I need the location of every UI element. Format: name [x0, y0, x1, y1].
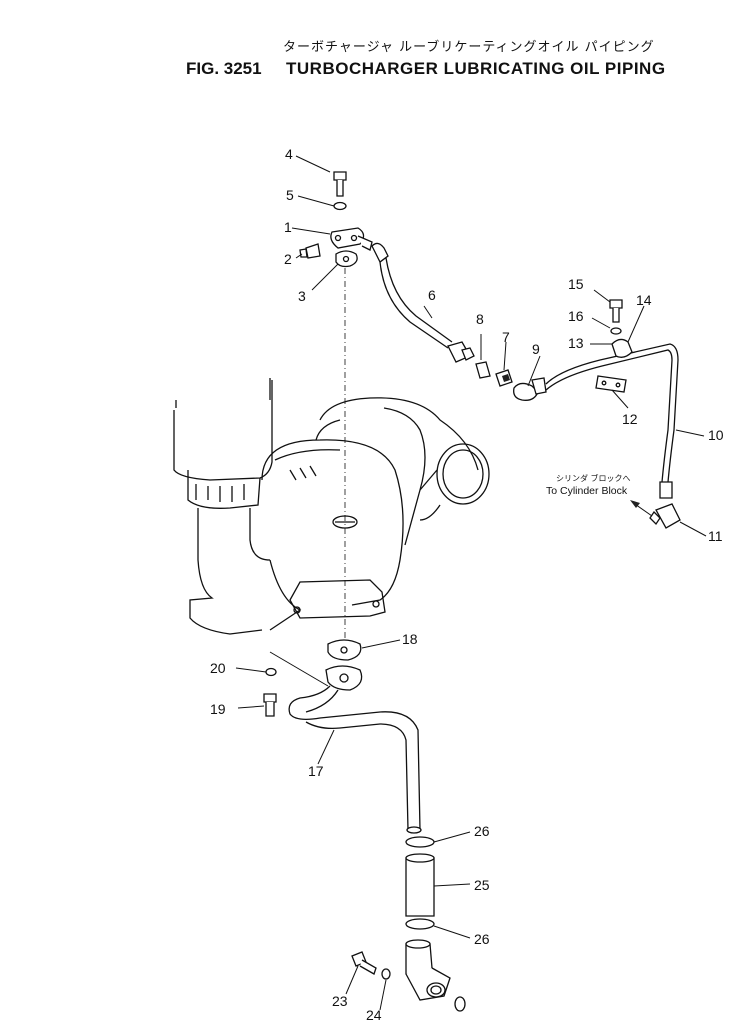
part-18-gasket	[327, 639, 362, 661]
elbow-fitting	[405, 939, 451, 1001]
part-5-washer	[333, 201, 347, 211]
part-9-elbow	[513, 377, 547, 401]
part-6-hose	[371, 242, 475, 363]
label-part-17: 17	[308, 763, 324, 779]
label-part-24: 24	[366, 1007, 382, 1020]
label-part-15: 15	[568, 276, 584, 292]
part-26-clamp-upper	[405, 836, 435, 848]
label-part-3: 3	[298, 288, 306, 304]
label-part-13: 13	[568, 335, 584, 351]
arrow-head	[630, 500, 640, 508]
label-part-5: 5	[286, 187, 294, 203]
label-part-10: 10	[708, 427, 724, 443]
part-24-washer	[381, 968, 391, 980]
label-part-6: 6	[428, 287, 436, 303]
label-part-11: 11	[708, 528, 723, 544]
part-2-plug	[299, 243, 321, 259]
figure-number: FIG. 3251	[186, 59, 262, 78]
title-japanese: ターボチャージャ ルーブリケーティングオイル パイピング	[283, 39, 655, 55]
part-15-bolt	[609, 299, 623, 323]
label-part-16: 16	[568, 308, 584, 324]
part-17-pipe	[288, 665, 422, 834]
part-19-bolt	[263, 693, 277, 717]
part-4-bolt	[333, 171, 347, 197]
label-part-20: 20	[210, 660, 226, 676]
label-part-1: 1	[284, 219, 292, 235]
part-8-connector	[475, 361, 491, 379]
part-12-plate	[595, 375, 627, 393]
o-ring	[454, 996, 466, 1012]
label-part-26-upper: 26	[474, 823, 490, 839]
part-23-bolt	[351, 951, 377, 975]
label-part-25: 25	[474, 877, 490, 893]
part-25-hose	[405, 853, 435, 917]
label-part-14: 14	[636, 292, 652, 308]
label-part-8: 8	[476, 311, 484, 327]
label-part-4: 4	[285, 146, 293, 162]
label-part-19: 19	[210, 701, 226, 717]
leader-lines	[235, 155, 707, 1011]
note-cylinder-block-en: To Cylinder Block	[546, 485, 628, 497]
part-1-flange	[330, 227, 373, 251]
label-part-18: 18	[402, 631, 418, 647]
part-14-clip	[611, 338, 633, 358]
part-26-clamp-lower	[405, 918, 435, 930]
part-20-washer	[265, 667, 277, 677]
label-part-2: 2	[284, 251, 292, 267]
title-english: TURBOCHARGER LUBRICATING OIL PIPING	[286, 59, 666, 78]
label-part-26-lower: 26	[474, 931, 490, 947]
part-10-tube	[545, 343, 679, 499]
note-cylinder-block-jp: シリンダ ブロックへ	[556, 473, 631, 483]
label-part-9: 9	[532, 341, 540, 357]
label-part-12: 12	[622, 411, 638, 427]
leader-20-to-17	[269, 651, 329, 687]
part-3-gasket	[335, 250, 358, 268]
part-11-elbow	[649, 503, 681, 529]
label-part-7: 7	[502, 329, 510, 345]
turbocharger-body	[173, 378, 490, 635]
part-7-clamp	[495, 369, 513, 387]
part-16-washer	[610, 327, 622, 335]
label-part-23: 23	[332, 993, 348, 1009]
